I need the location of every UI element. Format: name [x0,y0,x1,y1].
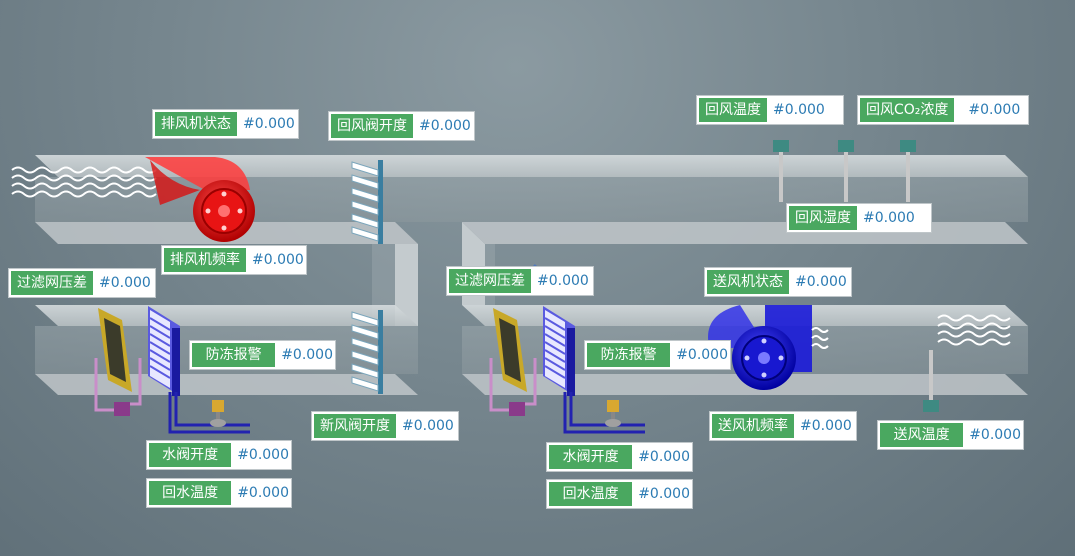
tag-value: #0.000 [638,486,690,502]
coil-right-icon[interactable] [543,306,575,396]
water-valve-left-icon[interactable] [210,400,226,427]
tag-filter-dp-right[interactable]: 过滤网压差 #0.000 [446,266,594,296]
tag-label: 过滤网压差 [449,269,531,293]
tag-return-water-left[interactable]: 回水温度 #0.000 [146,478,292,508]
tag-label: 防冻报警 [587,343,671,367]
tag-value: #0.000 [969,427,1021,443]
pump-left-icon [114,402,130,416]
tag-label: 水阀开度 [549,445,633,469]
tag-value: #0.000 [419,118,471,134]
tag-label: 回水温度 [149,481,232,505]
supply-temp-sensor-icon[interactable] [923,350,939,412]
tag-supply-fan-freq[interactable]: 送风机频率 #0.000 [709,411,857,441]
return-temp-sensor-icon[interactable] [773,140,789,202]
supply-air-icon [937,314,1011,346]
tag-return-humidity[interactable]: 回风湿度 #0.000 [786,203,932,233]
filter-right-icon[interactable] [493,308,527,392]
tag-label: 水阀开度 [149,443,232,467]
tag-label: 新风阀开度 [314,414,396,438]
tag-fresh-damper-open[interactable]: 新风阀开度 #0.000 [311,411,459,441]
tag-value: #0.000 [243,116,295,132]
coil-left-icon[interactable] [148,306,180,396]
tag-label: 过滤网压差 [11,271,93,295]
fresh-damper-icon[interactable] [351,310,383,394]
tag-supply-fan-status[interactable]: 送风机状态 #0.000 [704,267,852,297]
tag-antifreeze-right[interactable]: 防冻报警 #0.000 [584,340,731,370]
tag-return-damper-open[interactable]: 回风阀开度 #0.000 [328,111,475,141]
pump-right-icon [509,402,525,416]
tag-label: 排风机状态 [155,112,237,136]
tag-label: 防冻报警 [192,343,276,367]
exhaust-fan-icon[interactable] [145,157,255,242]
tag-exhaust-fan-freq[interactable]: 排风机频率 #0.000 [161,245,307,275]
tag-water-valve-right[interactable]: 水阀开度 #0.000 [546,442,693,472]
tag-return-co2[interactable]: 回风CO₂浓度 #0.000 [857,95,1029,125]
tag-value: #0.000 [237,447,289,463]
tag-value: #0.000 [402,418,454,434]
tag-filter-dp-left[interactable]: 过滤网压差 #0.000 [8,268,156,298]
tag-exhaust-fan-status[interactable]: 排风机状态 #0.000 [152,109,299,139]
tag-label: 送风机频率 [712,414,794,438]
tag-label: 送风温度 [880,423,964,447]
water-valve-right-icon[interactable] [605,400,621,427]
tag-value: #0.000 [237,485,289,501]
pipes-left [94,358,250,434]
tag-value: #0.000 [252,252,304,268]
tag-value: #0.000 [863,210,915,226]
tag-label: 排风机频率 [164,248,246,272]
tag-label: 回风阀开度 [331,114,413,138]
tag-return-water-right[interactable]: 回水温度 #0.000 [546,479,693,509]
tag-supply-air-temp[interactable]: 送风温度 #0.000 [877,420,1024,450]
tag-value: #0.000 [281,347,333,363]
tag-label: 回风湿度 [789,206,857,230]
exhaust-air-icon [11,166,157,198]
tag-value: #0.000 [99,275,151,291]
tag-label: 回风温度 [699,98,767,122]
tag-value: #0.000 [676,347,728,363]
tag-water-valve-left[interactable]: 水阀开度 #0.000 [146,440,292,470]
filter-left-icon[interactable] [98,308,132,392]
tag-value: #0.000 [638,449,690,465]
return-humidity-sensor-icon[interactable] [838,140,854,202]
return-damper-icon[interactable] [351,160,383,244]
tag-value: #0.000 [773,102,825,118]
tag-return-air-temp[interactable]: 回风温度 #0.000 [696,95,844,125]
tag-label: 回风CO₂浓度 [860,98,955,122]
tag-antifreeze-left[interactable]: 防冻报警 #0.000 [189,340,336,370]
return-co2-sensor-icon[interactable] [900,140,916,202]
pipes-right [489,358,645,434]
tag-value: #0.000 [537,273,589,289]
tag-label: 回水温度 [549,482,633,506]
tag-value: #0.000 [800,418,852,434]
tag-label: 送风机状态 [707,270,789,294]
tag-value: #0.000 [968,102,1021,118]
supply-fan-icon[interactable] [708,305,812,390]
tag-value: #0.000 [795,274,847,290]
fan-outlet-waves [811,327,829,349]
